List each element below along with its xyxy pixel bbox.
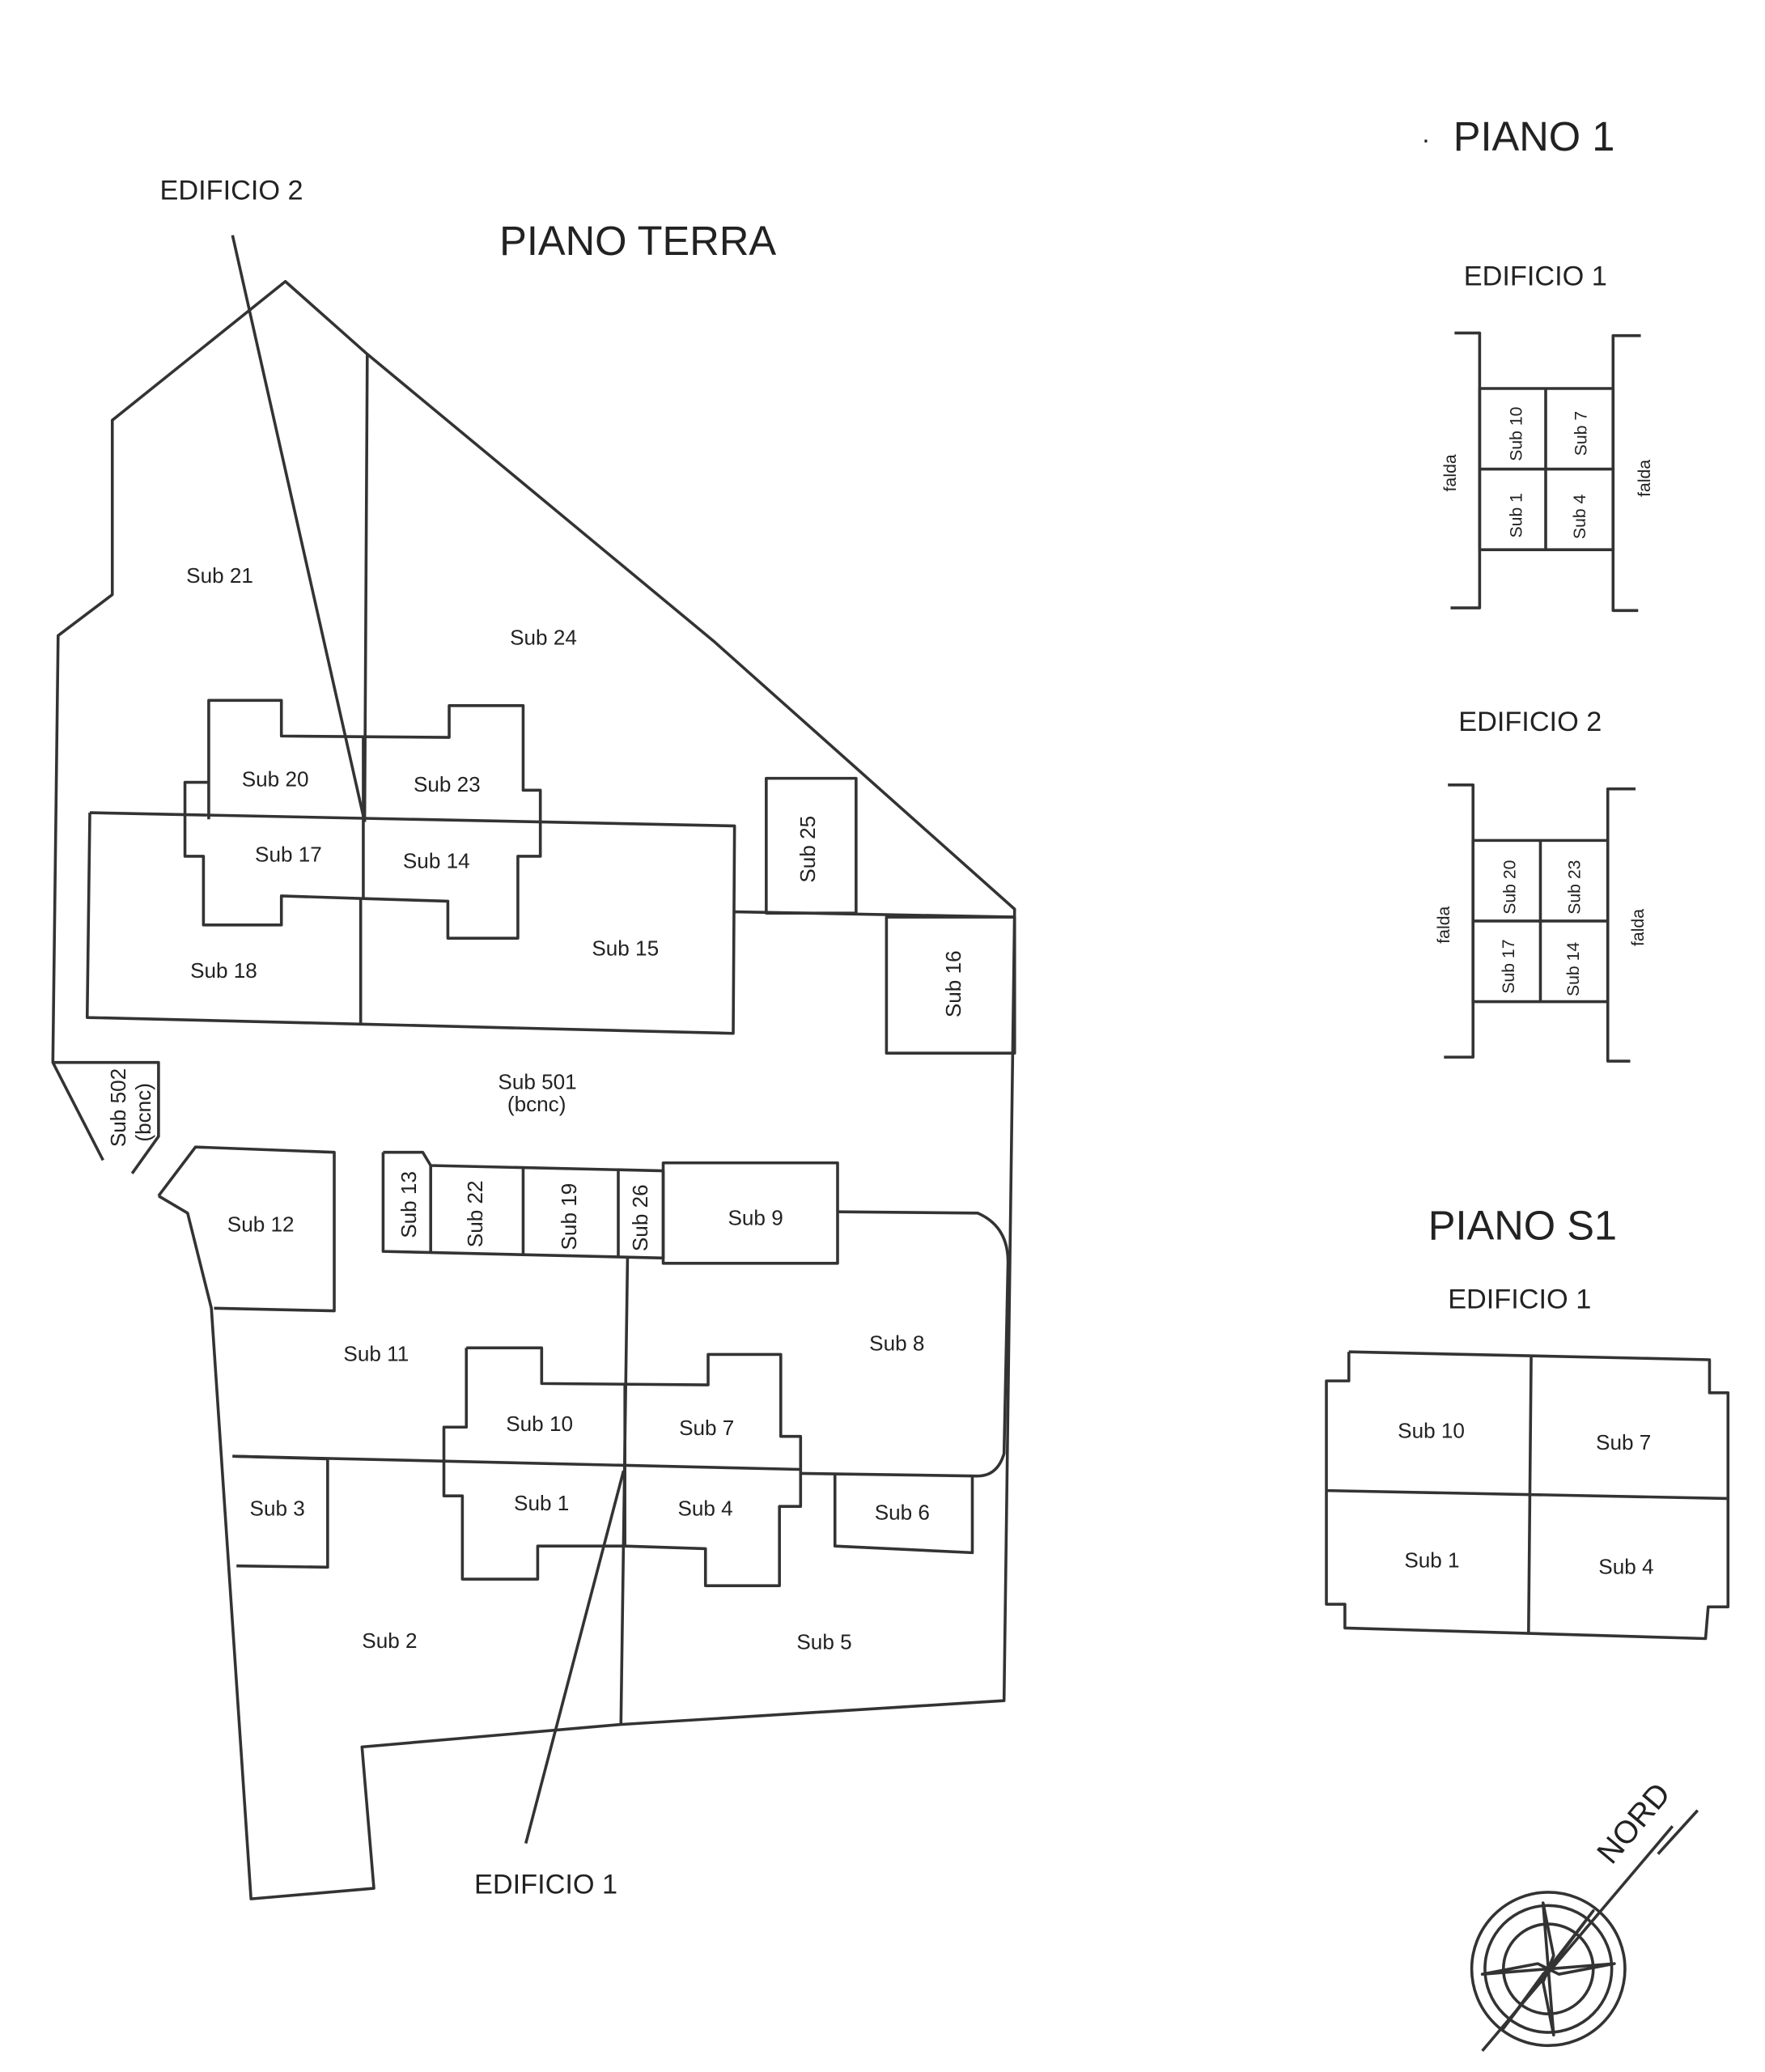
p1-edificio2-plan <box>1444 783 1636 1063</box>
label-sub21: Sub 21 <box>186 563 253 588</box>
p1e1-cell-br: Sub 4 <box>1571 494 1589 539</box>
piano1-bullet: · <box>1422 124 1431 154</box>
label-sub5: Sub 5 <box>796 1630 851 1654</box>
p1e1-cell-bl: Sub 1 <box>1508 493 1526 537</box>
edificio1-leader <box>524 1470 626 1845</box>
label-sub10: Sub 10 <box>506 1412 573 1436</box>
edificio2-leader <box>231 235 367 822</box>
label-sub2: Sub 2 <box>362 1628 417 1653</box>
edificio2-callout: EDIFICIO 2 <box>160 176 303 206</box>
p1-edificio1-plan <box>1450 331 1641 613</box>
label-sub22: Sub 22 <box>463 1180 487 1247</box>
outer-boundary <box>51 279 1016 1900</box>
p1e2-cell-br: Sub 14 <box>1564 942 1583 996</box>
label-sub26: Sub 26 <box>628 1184 652 1251</box>
label-sub15: Sub 15 <box>592 936 659 960</box>
label-sub20: Sub 20 <box>242 766 309 791</box>
s1-cell-tr: Sub 7 <box>1596 1430 1651 1454</box>
compass-rose-icon <box>1470 1809 1699 2053</box>
p1e2-falda-right: falda <box>1629 909 1648 946</box>
label-sub502: Sub 502 <box>106 1068 130 1147</box>
sub502-outline <box>53 1060 160 1174</box>
piano-terra-title: PIANO TERRA <box>499 218 776 264</box>
label-sub9: Sub 9 <box>728 1205 783 1229</box>
piano-s1-heading: EDIFICIO 1 <box>1448 1284 1591 1314</box>
p1e1-falda-right: falda <box>1636 460 1654 497</box>
block-sub18-sub15 <box>85 811 736 1035</box>
edificio1-callout: EDIFICIO 1 <box>474 1870 617 1900</box>
p1e1-cell-tl: Sub 10 <box>1508 407 1526 461</box>
label-sub24: Sub 24 <box>510 626 577 650</box>
label-sub19: Sub 19 <box>557 1183 581 1250</box>
label-sub8: Sub 8 <box>869 1331 924 1356</box>
label-sub4: Sub 4 <box>677 1497 732 1521</box>
label-sub501: Sub 501 <box>498 1069 576 1093</box>
p1e2-cell-tl: Sub 20 <box>1500 860 1519 915</box>
label-sub11: Sub 11 <box>343 1342 409 1366</box>
sub8-outline <box>800 1210 1010 1478</box>
label-sub13: Sub 13 <box>397 1171 421 1238</box>
s1-cell-bl: Sub 1 <box>1404 1548 1459 1572</box>
label-sub1: Sub 1 <box>514 1491 569 1515</box>
label-sub6: Sub 6 <box>875 1501 930 1525</box>
block-edificio1 <box>442 1346 803 1587</box>
p1e2-falda-left: falda <box>1435 906 1453 944</box>
label-sub12: Sub 12 <box>227 1212 295 1237</box>
sub12-outline <box>157 1145 336 1313</box>
compass-label: NORD <box>1591 1777 1678 1870</box>
sub16-outline <box>885 915 1016 1055</box>
p1e1-falda-left: falda <box>1441 454 1460 491</box>
label-sub18: Sub 18 <box>190 958 257 983</box>
sub6-outline <box>833 1473 974 1555</box>
piano-s1-plan <box>1325 1350 1730 1641</box>
piano-s1-title: PIANO S1 <box>1428 1202 1617 1248</box>
s1-cell-br: Sub 4 <box>1598 1554 1653 1578</box>
label-sub7: Sub 7 <box>679 1416 734 1440</box>
piano-terra-labels: Sub 21 Sub 24 Sub 20 Sub 23 Sub 17 Sub 1… <box>106 563 965 1654</box>
label-sub3: Sub 3 <box>250 1497 305 1521</box>
p1-edificio2-heading: EDIFICIO 2 <box>1458 707 1602 737</box>
label-sub23: Sub 23 <box>414 772 481 796</box>
divider-sub21-sub24 <box>363 354 369 822</box>
p1-edificio1-heading: EDIFICIO 1 <box>1464 261 1607 292</box>
p1e1-cell-tr: Sub 7 <box>1572 411 1591 456</box>
label-sub16: Sub 16 <box>941 950 965 1017</box>
label-sub502-note: (bcnc) <box>131 1083 155 1142</box>
sub3-outline <box>232 1454 329 1569</box>
piano1-title: PIANO 1 <box>1453 113 1615 159</box>
p1e2-cell-bl: Sub 17 <box>1500 939 1518 993</box>
label-sub14: Sub 14 <box>403 849 470 873</box>
p1e2-cell-tr: Sub 23 <box>1565 860 1584 915</box>
label-sub17: Sub 17 <box>255 842 322 866</box>
block-sub20-sub23 <box>183 698 542 940</box>
piano-terra-outlines <box>51 235 1016 1900</box>
label-sub25: Sub 25 <box>796 816 820 883</box>
label-sub501-note: (bcnc) <box>507 1092 566 1116</box>
s1-cell-tl: Sub 10 <box>1398 1418 1465 1442</box>
